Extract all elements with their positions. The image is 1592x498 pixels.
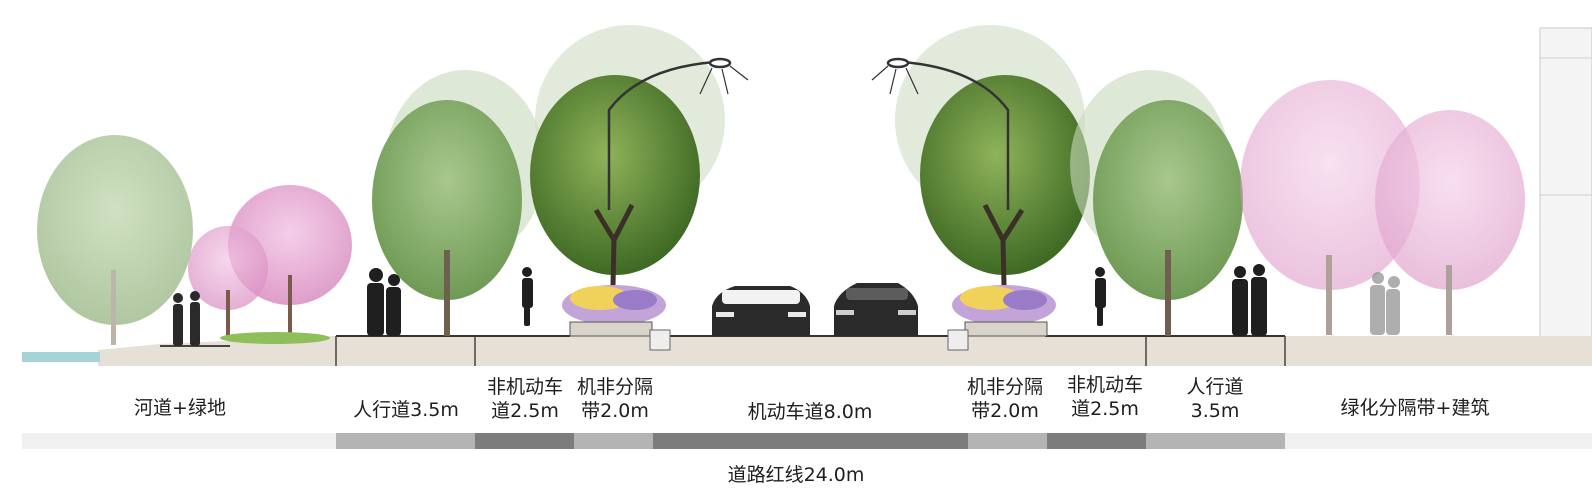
bar-motor-lane — [653, 433, 968, 449]
road-red-line-label: 道路红线24.0m — [727, 464, 865, 486]
bar-green-building — [1285, 433, 1592, 449]
flower-bed-right — [947, 285, 1056, 351]
streetlight-right — [871, 57, 1010, 210]
bar-separator-left — [574, 433, 653, 449]
pedestrians-river — [173, 291, 200, 346]
blossom-trees-left — [188, 185, 352, 344]
blossom-trees-right — [1240, 80, 1525, 335]
car-rear-view — [834, 283, 918, 336]
bar-bike-lane-left — [475, 433, 574, 449]
ground-soil — [98, 336, 1592, 366]
label-motor-lane: 机动车道8.0m — [747, 401, 873, 423]
willow-tree-right — [1070, 70, 1243, 336]
willow-tree-left — [372, 70, 545, 336]
willow-tree-far-left — [37, 135, 193, 345]
label-bike-lane-right: 非机动车道2.5m — [1066, 374, 1143, 420]
bar-separator-right — [968, 433, 1047, 449]
bar-sidewalk-right — [1146, 433, 1285, 449]
label-river-green: 河道+绿地 — [134, 397, 226, 419]
building-edge — [1539, 27, 1592, 339]
shade-tree-left — [530, 25, 725, 331]
pedestrians-building-zone — [1370, 272, 1400, 335]
cyclist-left — [522, 267, 533, 326]
bar-sidewalk-left — [336, 433, 475, 449]
flower-bed-left — [562, 285, 671, 351]
label-separator-left: 机非分隔带2.0m — [576, 376, 653, 422]
label-green-building: 绿化分隔带+建筑 — [1340, 397, 1490, 419]
shade-tree-right — [895, 25, 1090, 331]
pedestrians-sidewalk-left — [367, 268, 401, 336]
river-water — [22, 352, 100, 362]
cyclist-right — [1095, 267, 1106, 326]
label-sidewalk-left: 人行道3.5m — [353, 399, 459, 421]
streetlight-left — [607, 57, 749, 210]
label-separator-right: 机非分隔带2.0m — [966, 376, 1043, 422]
bar-bike-lane-right — [1047, 433, 1146, 449]
car-front-view — [712, 286, 810, 336]
pedestrians-sidewalk-right — [1232, 264, 1267, 336]
bar-river-green — [22, 433, 336, 449]
label-bike-lane-left: 非机动车道2.5m — [486, 376, 563, 422]
